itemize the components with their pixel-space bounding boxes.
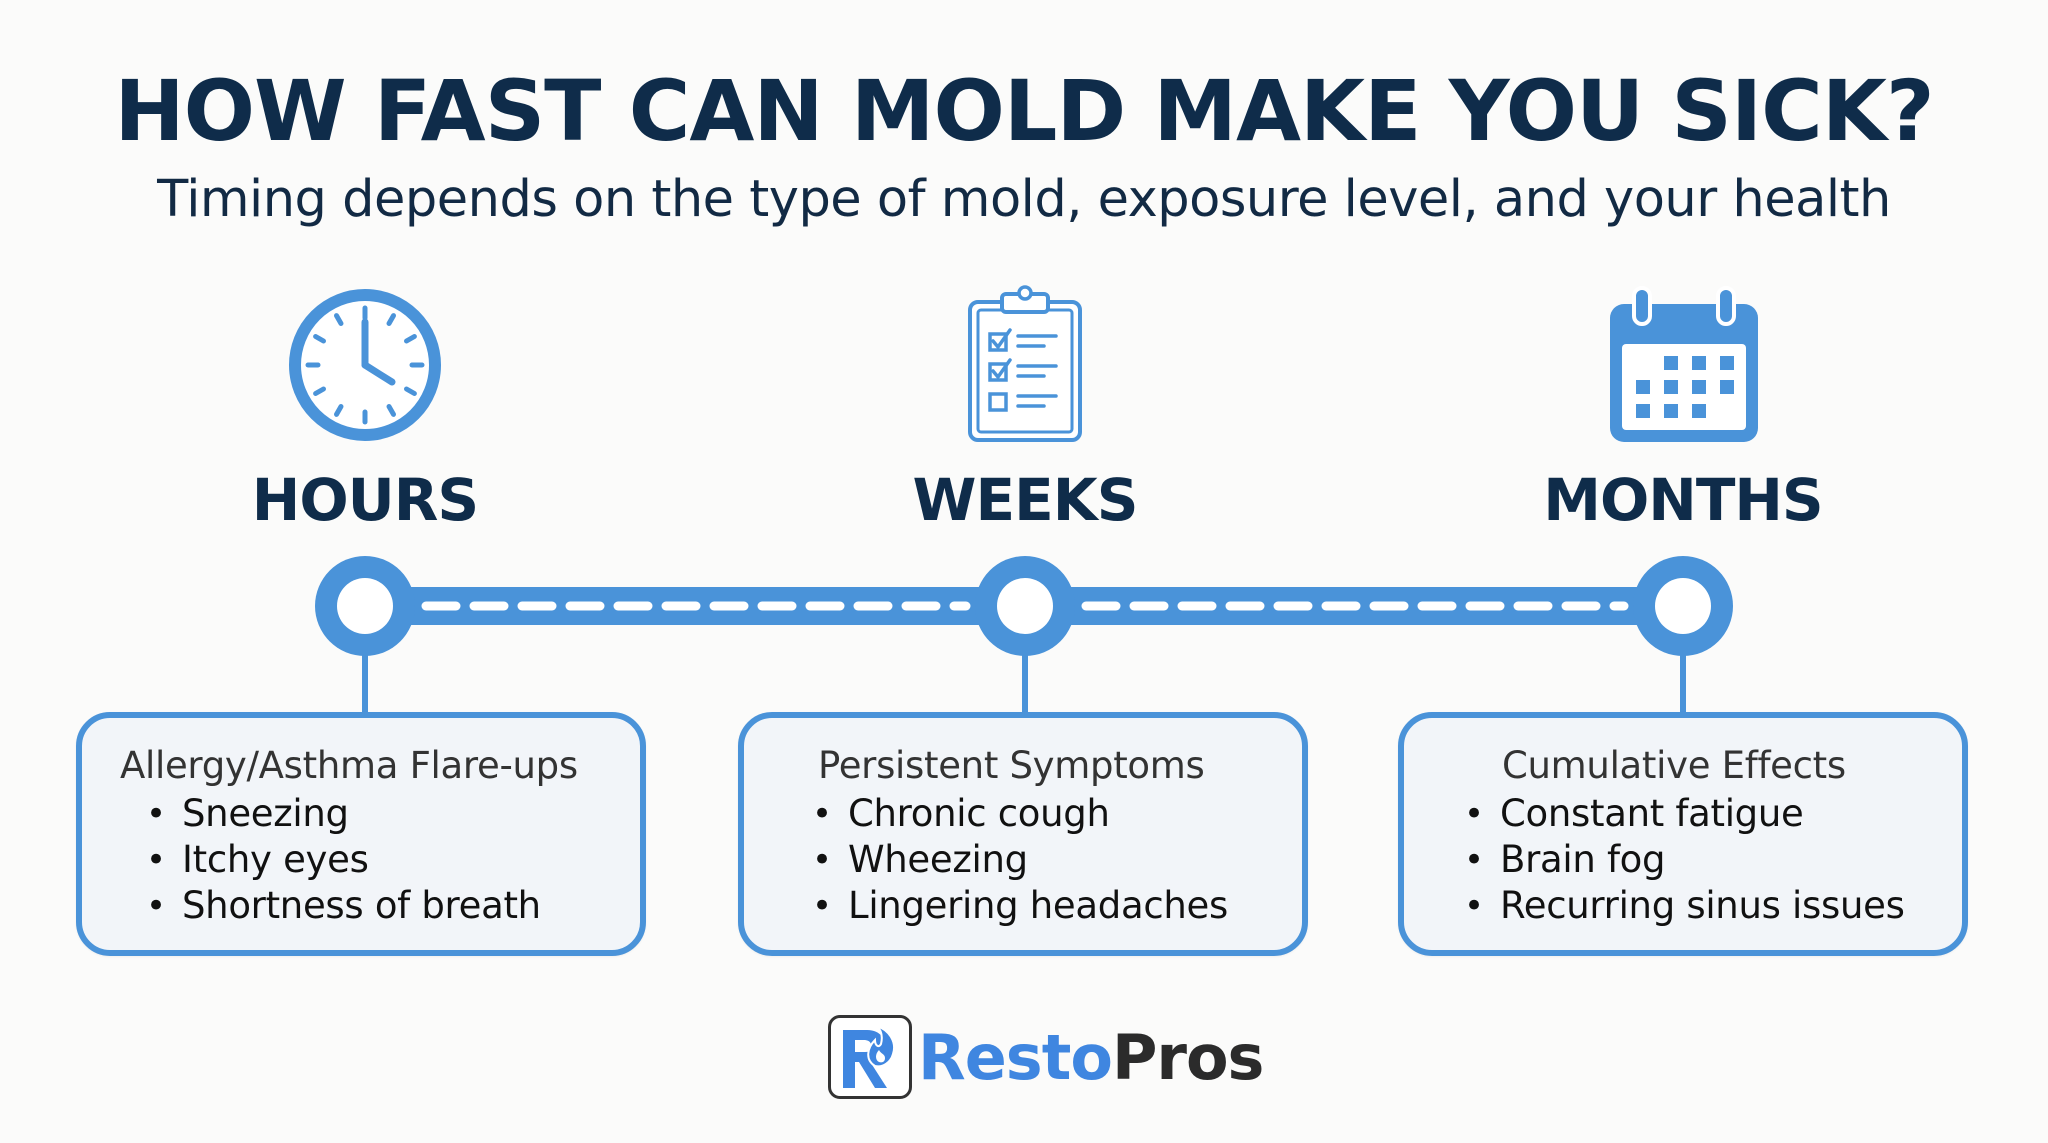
brand-name-pros: Pros <box>1111 1020 1265 1094</box>
timeline-bar <box>365 587 1685 625</box>
page-subtitle: Timing depends on the type of mold, expo… <box>157 170 1891 229</box>
box-title: Allergy/Asthma Flare-ups <box>120 744 578 787</box>
symptom-box-months: Cumulative Effects Constant fatigue Brai… <box>1398 712 1968 956</box>
symptom-list: Sneezing Itchy eyes Shortness of breath <box>146 791 640 929</box>
list-item: Shortness of breath <box>146 883 640 929</box>
list-item: Chronic cough <box>812 791 1302 837</box>
stage-label-weeks: WEEKS <box>912 466 1139 534</box>
stage-label-months: MONTHS <box>1543 466 1823 534</box>
brand-logo: RestoPros <box>828 1012 1265 1102</box>
clipboard-checklist-icon <box>968 285 1082 442</box>
list-item: Constant fatigue <box>1464 791 1962 837</box>
box-title: Persistent Symptoms <box>818 744 1205 787</box>
timeline-node-months <box>1633 556 1733 656</box>
brand-name-resto: Resto <box>918 1020 1113 1094</box>
clock-icon <box>289 289 441 441</box>
list-item: Brain fog <box>1464 837 1962 883</box>
stage-label-hours: HOURS <box>251 466 479 534</box>
list-item: Itchy eyes <box>146 837 640 883</box>
symptom-list: Chronic cough Wheezing Lingering headach… <box>812 791 1302 929</box>
list-item: Lingering headaches <box>812 883 1302 929</box>
list-item: Sneezing <box>146 791 640 837</box>
list-item: Recurring sinus issues <box>1464 883 1962 929</box>
calendar-icon <box>1610 286 1758 442</box>
box-title: Cumulative Effects <box>1502 744 1846 787</box>
symptom-box-hours: Allergy/Asthma Flare-ups Sneezing Itchy … <box>76 712 646 956</box>
brand-name: RestoPros <box>918 1020 1265 1094</box>
timeline-node-weeks <box>975 556 1075 656</box>
symptom-list: Constant fatigue Brain fog Recurring sin… <box>1464 791 1962 929</box>
timeline-node-hours <box>315 556 415 656</box>
list-item: Wheezing <box>812 837 1302 883</box>
r-flame-logo-icon <box>828 1015 912 1099</box>
page-title: HOW FAST CAN MOLD MAKE YOU SICK? <box>114 62 1934 160</box>
symptom-box-weeks: Persistent Symptoms Chronic cough Wheezi… <box>738 712 1308 956</box>
